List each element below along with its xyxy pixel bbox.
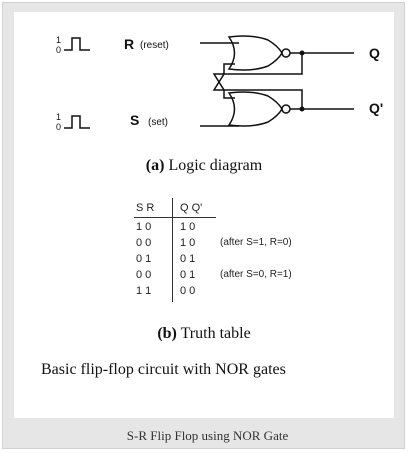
qbar-feedback-wire — [212, 63, 303, 109]
qbar-output-label: Q' — [369, 100, 383, 116]
s-input-label: S — [130, 112, 139, 128]
r-pulse-icon — [64, 37, 90, 51]
truth-table-inputs: 1 0 — [136, 221, 152, 233]
truth-table-inputs: 0 0 — [136, 269, 152, 281]
figure-footer-caption: S-R Flip Flop using NOR Gate — [126, 428, 289, 443]
r-pulse-high-label: 1 — [56, 35, 61, 45]
caption-b-text: Truth table — [176, 325, 251, 342]
truth-table-note: (after S=0, R=1) — [220, 269, 292, 280]
truth-table-inputs: 1 1 — [136, 285, 152, 297]
figure-frame: 1 0 1 0 R (reset) S (set) Q Q' (a) Logic… — [2, 2, 405, 449]
truth-table-divider-vertical — [172, 198, 173, 302]
truth-table-header-inputs: S R — [136, 202, 155, 214]
r-pulse-low-label: 0 — [56, 45, 61, 55]
r-input-label: R — [124, 36, 134, 52]
figure-panel: 1 0 1 0 R (reset) S (set) Q Q' (a) Logic… — [14, 12, 394, 418]
caption-b-letter: (b) — [157, 325, 177, 342]
q-output-label: Q — [369, 45, 380, 61]
qbar-junction-dot — [299, 106, 305, 112]
truth-table-note: (after S=1, R=0) — [220, 237, 292, 248]
truth-table-outputs: 1 0 — [180, 221, 196, 233]
top-nor-gate — [227, 35, 283, 71]
caption-a-text: Logic diagram — [164, 157, 263, 174]
s-input-note: (set) — [148, 117, 168, 128]
truth-table-outputs: 0 1 — [180, 253, 196, 265]
q-feedback-wire — [212, 53, 303, 99]
caption-logic-diagram: (a) Logic diagram — [14, 157, 394, 175]
q-junction-dot — [299, 50, 305, 56]
bottom-nor-gate — [227, 91, 283, 127]
truth-table-outputs: 0 0 — [180, 285, 196, 297]
truth-table-outputs: 1 0 — [180, 237, 196, 249]
caption-truth-table: (b) Truth table — [14, 325, 394, 343]
figure-description: Basic flip-flop circuit with NOR gates — [41, 361, 286, 378]
s-pulse-icon — [64, 115, 90, 129]
r-input-note: (reset) — [140, 40, 169, 51]
truth-table-inputs: 0 1 — [136, 253, 152, 265]
bottom-nor-bubble — [281, 104, 291, 114]
truth-table-outputs: 0 1 — [180, 269, 196, 281]
truth-table-divider-horizontal — [134, 217, 216, 218]
s-pulse-low-label: 0 — [56, 122, 61, 132]
top-nor-bubble — [281, 48, 291, 58]
s-pulse-high-label: 1 — [56, 112, 61, 122]
truth-table-inputs: 0 0 — [136, 237, 152, 249]
truth-table-header-outputs: Q Q' — [180, 202, 203, 214]
caption-a-letter: (a) — [145, 157, 165, 174]
logic-diagram: 1 0 1 0 R (reset) S (set) Q Q' — [56, 35, 383, 132]
